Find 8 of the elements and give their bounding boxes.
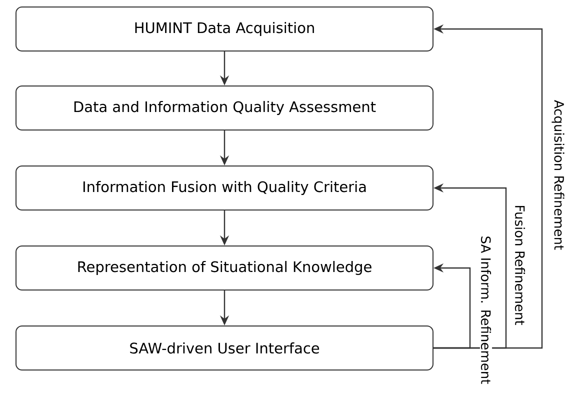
edge-label: SA Inform. Refinement (480, 236, 492, 384)
edge-label: Acquisition Refinement (552, 100, 564, 250)
process-box: SAW-driven User Interface (16, 326, 434, 370)
process-box: HUMINT Data Acquisition (16, 6, 434, 52)
process-box: Data and Information Quality Assessment (16, 86, 434, 130)
process-box: Information Fusion with Quality Criteria (16, 166, 434, 210)
process-box: Representation of Situational Knowledge (16, 246, 434, 290)
edge-label: Fusion Refinement (514, 206, 526, 325)
